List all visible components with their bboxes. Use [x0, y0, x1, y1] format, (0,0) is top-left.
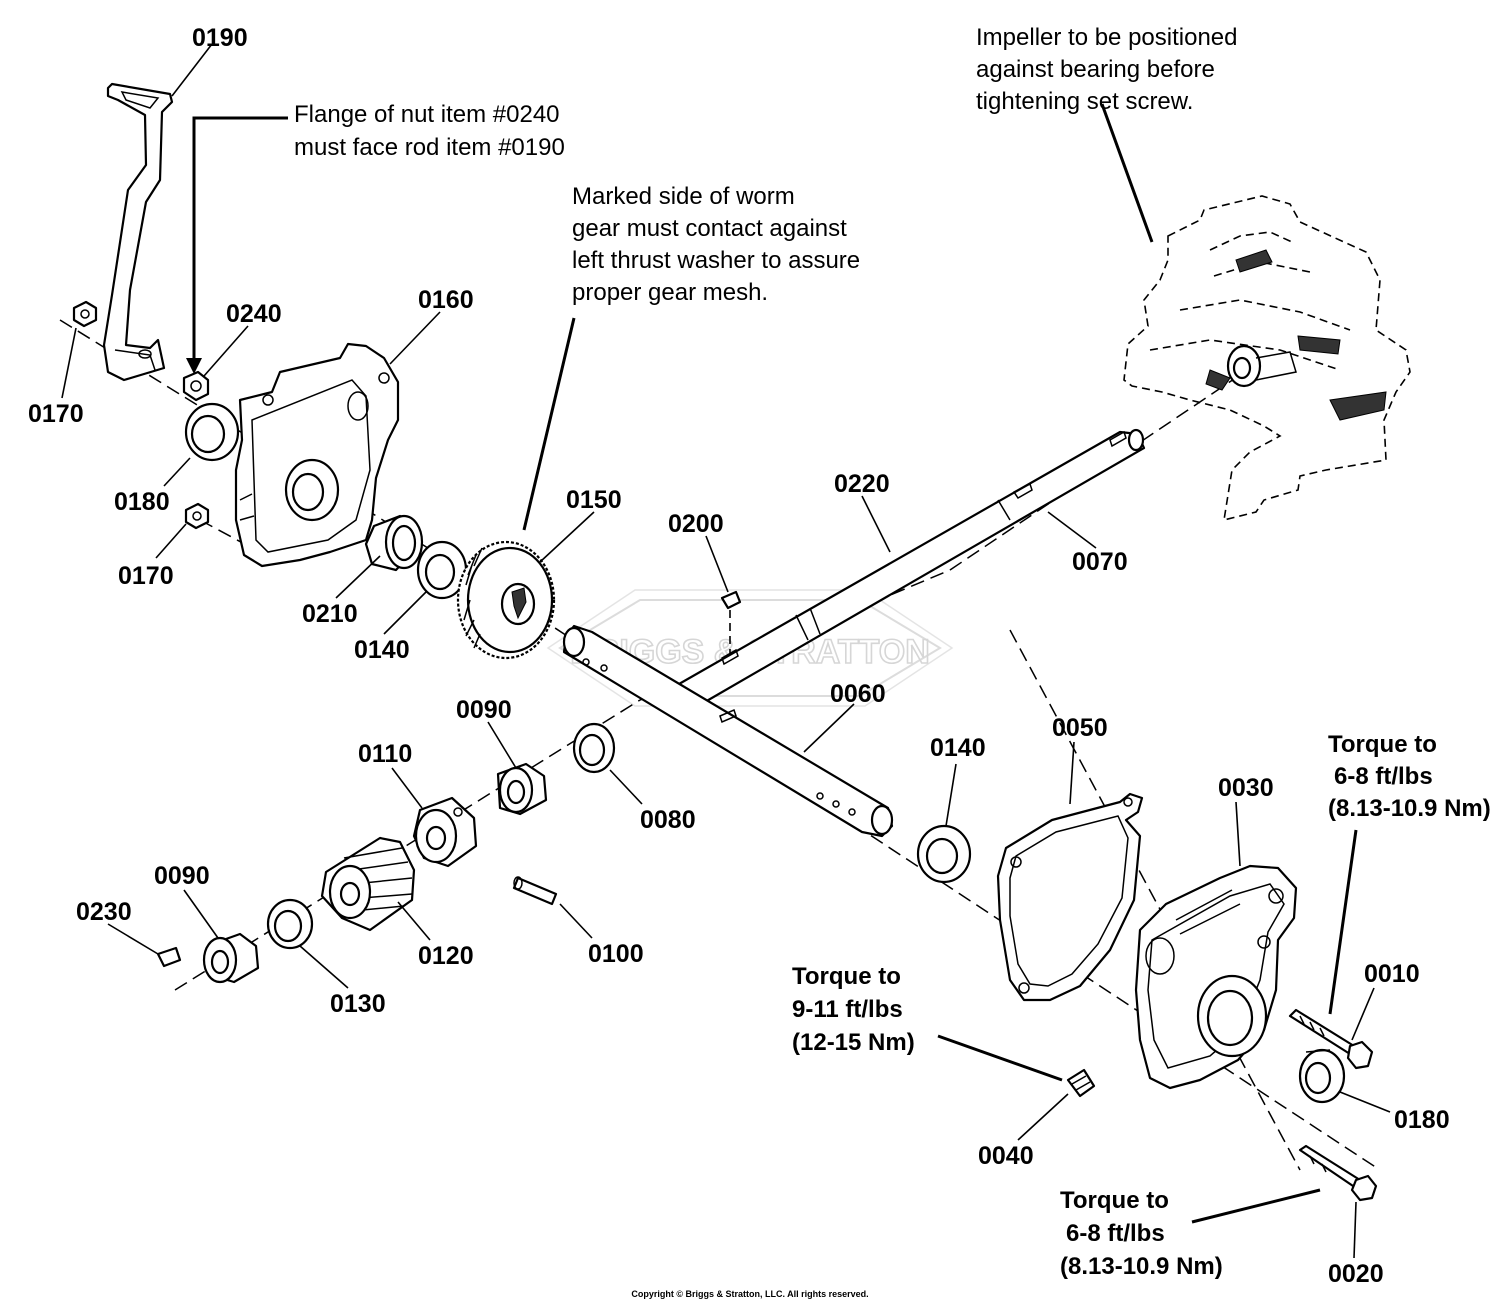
housing-0160: [234, 342, 400, 568]
note-torque-0040: Torque to 9-11 ft/lbs (12-15 Nm): [792, 963, 915, 1056]
note-worm-line-2: gear must contact against: [572, 215, 847, 242]
label-0020: 0020: [1328, 1260, 1384, 1288]
label-0090-lower: 0090: [154, 862, 210, 890]
label-0130: 0130: [330, 990, 386, 1018]
spacer-0090-upper: [496, 762, 548, 816]
label-0170-lower: 0170: [118, 562, 174, 590]
part-labels: 0190 0240 0160 0170 0180 0170 0210 0140 …: [28, 24, 1450, 1288]
key-0230: [156, 946, 182, 968]
label-0060: 0060: [830, 680, 886, 708]
pin-0100: [512, 876, 558, 906]
note-torque-0010: Torque to 6-8 ft/lbs (8.13-10.9 Nm): [1328, 731, 1491, 822]
label-0180-upper: 0180: [114, 488, 170, 516]
label-0140-right: 0140: [930, 734, 986, 762]
label-0050: 0050: [1052, 714, 1108, 742]
label-0110: 0110: [358, 740, 412, 768]
label-0150: 0150: [566, 486, 622, 514]
washer-0140-right: [916, 824, 972, 884]
label-0140-left: 0140: [354, 636, 410, 664]
shaft-0060: [562, 624, 894, 838]
note-impeller-line-3: tightening set screw.: [976, 88, 1193, 115]
torque-0020-line-3: (8.13-10.9 Nm): [1060, 1253, 1223, 1280]
bolt-0010: [1288, 1008, 1374, 1070]
bolt-0020: [1298, 1144, 1378, 1202]
housing-0030: [1134, 864, 1298, 1090]
note-flange-line-1: Flange of nut item #0240: [294, 101, 560, 128]
label-0190: 0190: [192, 24, 248, 52]
note-impeller: Impeller to be positioned against bearin…: [976, 24, 1238, 115]
torque-0010-line-1: Torque to: [1328, 731, 1437, 758]
note-flange-line-2: must face rod item #0190: [294, 134, 565, 161]
washer-0130: [266, 898, 314, 950]
label-0010: 0010: [1364, 960, 1420, 988]
note-flange: Flange of nut item #0240 must face rod i…: [294, 101, 565, 161]
label-0080: 0080: [640, 806, 696, 834]
torque-0010-line-2: 6-8 ft/lbs: [1334, 763, 1433, 790]
nut-0170-upper: [72, 300, 98, 328]
label-0240: 0240: [226, 300, 282, 328]
label-0070: 0070: [1072, 548, 1128, 576]
label-0210: 0210: [302, 600, 358, 628]
bearing-0180-lower: [1298, 1048, 1346, 1104]
nut-0170-lower: [184, 502, 210, 530]
label-0040: 0040: [978, 1142, 1034, 1170]
note-worm-line-4: proper gear mesh.: [572, 279, 768, 306]
note-impeller-line-1: Impeller to be positioned: [976, 24, 1238, 51]
nut-0240: [182, 370, 210, 402]
gasket-0050: [996, 792, 1144, 1002]
torque-0020-line-2: 6-8 ft/lbs: [1066, 1220, 1165, 1247]
label-0160: 0160: [418, 286, 474, 314]
leader-lines: [61, 43, 1391, 1259]
spacer-0090-lower: [202, 932, 260, 984]
torque-0040-line-2: 9-11 ft/lbs: [792, 996, 903, 1023]
impeller-phantom: [1123, 195, 1411, 522]
label-0220: 0220: [834, 470, 890, 498]
label-0180-lower: 0180: [1394, 1106, 1450, 1134]
collar-0110: [412, 796, 478, 868]
washer-0080: [572, 722, 616, 774]
note-torque-0020: Torque to 6-8 ft/lbs (8.13-10.9 Nm): [1060, 1187, 1223, 1280]
label-0200: 0200: [668, 510, 724, 538]
label-0090-upper: 0090: [456, 696, 512, 724]
note-worm-line-3: left thrust washer to assure: [572, 247, 860, 274]
washer-0140-left: [416, 540, 468, 600]
torque-0040-line-1: Torque to: [792, 963, 901, 990]
bearing-0180-upper: [184, 402, 240, 462]
worm-0120: [320, 836, 416, 932]
label-0120: 0120: [418, 942, 474, 970]
torque-0040-line-3: (12-15 Nm): [792, 1029, 915, 1056]
torque-0010-line-3: (8.13-10.9 Nm): [1328, 795, 1491, 822]
rod-0190: [102, 82, 174, 382]
setscrew-0040: [1066, 1068, 1096, 1098]
note-impeller-line-2: against bearing before: [976, 56, 1215, 83]
label-0030: 0030: [1218, 774, 1274, 802]
note-worm-gear: Marked side of worm gear must contact ag…: [572, 183, 860, 306]
worm-gear-0150: [456, 540, 556, 660]
note-worm-line-1: Marked side of worm: [572, 183, 795, 210]
label-0170-upper: 0170: [28, 400, 84, 428]
label-0230: 0230: [76, 898, 132, 926]
label-0100: 0100: [588, 940, 644, 968]
copyright-text: Copyright © Briggs & Stratton, LLC. All …: [631, 1289, 868, 1299]
key-0200: [720, 590, 742, 660]
torque-0020-line-1: Torque to: [1060, 1187, 1169, 1214]
